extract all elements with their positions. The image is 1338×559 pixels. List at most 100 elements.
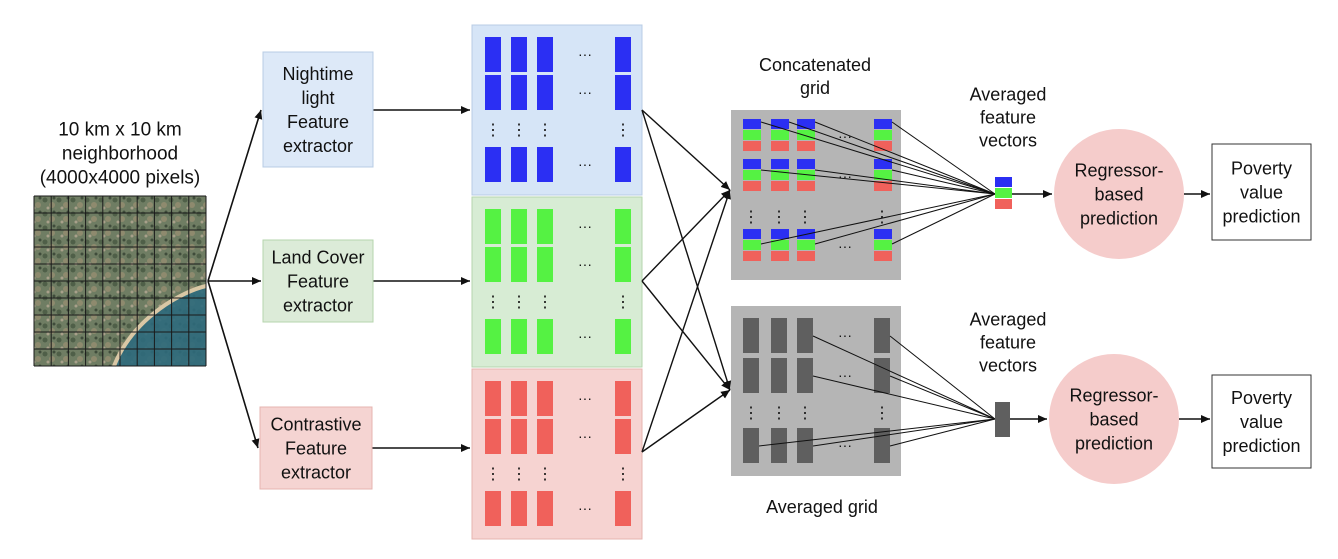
output-box	[1211, 374, 1312, 469]
arrow-image-to-extractor	[207, 280, 260, 449]
extractor-label: Feature	[287, 112, 349, 132]
concat-cell-segment	[874, 181, 892, 191]
concat-cell-segment	[743, 119, 761, 129]
regressor-label: based	[1089, 409, 1138, 429]
averaged-cell	[874, 318, 890, 353]
averaged-cell	[797, 428, 813, 463]
averaged-cell	[771, 428, 787, 463]
concat-cell-segment	[771, 170, 789, 180]
regressor-label: prediction	[1080, 208, 1158, 228]
averaging-line	[814, 193, 996, 245]
arrow-features-to-averaged	[641, 109, 732, 391]
concat-cell-segment	[874, 159, 892, 169]
ellipsis-vertical: ⋮	[743, 209, 759, 226]
averaging-line	[814, 169, 996, 195]
concat-cell-segment	[743, 170, 761, 180]
concat-cell-segment	[743, 141, 761, 151]
extractor-box-contrastive	[259, 406, 373, 490]
extractor-box-landcover	[262, 239, 374, 323]
feature-cell	[537, 37, 553, 72]
feature-cell	[615, 147, 631, 182]
feature-cell	[511, 491, 527, 526]
ellipsis-vertical: ⋮	[615, 294, 631, 311]
feature-cell	[537, 491, 553, 526]
ellipsis-horizontal: ···	[578, 84, 592, 100]
ellipsis-vertical: ⋮	[874, 209, 890, 226]
extractor-label: extractor	[283, 136, 353, 156]
regressor-label: Regressor-	[1074, 160, 1163, 180]
extractor-label: Feature	[285, 438, 347, 458]
concat-cell-segment	[797, 251, 815, 261]
feature-vector-label: vectors	[979, 130, 1037, 150]
concat-cell-segment	[743, 229, 761, 239]
averaging-line	[889, 375, 996, 420]
regressor-circle	[1049, 354, 1179, 484]
ellipsis-vertical: ⋮	[485, 294, 501, 311]
regressor-label: prediction	[1075, 433, 1153, 453]
feature-cell	[615, 419, 631, 454]
feature-cell	[615, 247, 631, 282]
output-label: prediction	[1222, 206, 1300, 226]
output-box	[1211, 143, 1312, 241]
concat-cell-segment	[771, 229, 789, 239]
concat-cell-segment	[743, 130, 761, 140]
output-label: Poverty	[1231, 388, 1292, 408]
regressor-label: Regressor-	[1069, 385, 1158, 405]
averaging-line	[760, 169, 996, 195]
averaging-line	[812, 335, 996, 420]
ellipsis-horizontal: ···	[578, 428, 592, 444]
output-label: value	[1240, 182, 1283, 202]
ellipsis-vertical: ⋮	[743, 405, 759, 422]
feature-vector-label: vectors	[979, 355, 1037, 375]
input-label: neighborhood	[62, 144, 178, 165]
concatenated-grid-title: Concatenated	[759, 55, 871, 75]
feature-cell	[537, 247, 553, 282]
arrow-features-to-averaged	[641, 280, 731, 391]
output-label: Poverty	[1231, 158, 1292, 178]
averaging-line	[891, 193, 996, 245]
feature-cell	[511, 319, 527, 354]
feature-cell	[511, 37, 527, 72]
ellipsis-horizontal: ···	[578, 156, 592, 172]
feature-cell	[537, 381, 553, 416]
feature-vector-label: feature	[980, 107, 1036, 127]
averaging-line	[758, 418, 996, 447]
concat-cell-segment	[797, 130, 815, 140]
ellipsis-horizontal: ···	[578, 328, 592, 344]
extractor-label: extractor	[283, 295, 353, 315]
concat-cell-segment	[874, 170, 892, 180]
ellipsis-horizontal: ···	[838, 168, 852, 184]
concat-cell-segment	[797, 159, 815, 169]
concat-cell-segment	[771, 119, 789, 129]
ellipsis-vertical: ⋮	[511, 294, 527, 311]
concat-cell-segment	[797, 141, 815, 151]
feature-vector-label: feature	[980, 332, 1036, 352]
ellipsis-vertical: ⋮	[485, 122, 501, 139]
concat-cell-segment	[743, 251, 761, 261]
concat-cell-segment	[743, 181, 761, 191]
feature-cell	[537, 75, 553, 110]
concat-cell-segment	[771, 251, 789, 261]
concat-cell-segment	[797, 119, 815, 129]
averaging-line	[891, 169, 996, 195]
concat-cell-segment	[743, 159, 761, 169]
feature-cell	[511, 381, 527, 416]
arrow-features-to-concat	[641, 189, 731, 282]
arrow-features-to-concat	[641, 109, 731, 191]
concat-cell-segment	[874, 240, 892, 250]
feature-cell	[511, 247, 527, 282]
feature-vector-label: Averaged	[970, 84, 1047, 104]
averaging-line	[812, 375, 996, 420]
extractor-label: Contrastive	[270, 414, 361, 434]
extractor-box-nightlight	[262, 51, 374, 168]
concat-cell-segment	[771, 159, 789, 169]
averaged-cell	[771, 358, 787, 393]
concatenated-grid-title: grid	[800, 78, 830, 98]
averaged-cell	[743, 318, 759, 353]
ellipsis-horizontal: ···	[578, 390, 592, 406]
ellipsis-vertical: ⋮	[797, 405, 813, 422]
averaged-cell	[874, 358, 890, 393]
ellipsis-vertical: ⋮	[537, 294, 553, 311]
feature-cell	[485, 491, 501, 526]
ellipsis-horizontal: ···	[838, 238, 852, 254]
